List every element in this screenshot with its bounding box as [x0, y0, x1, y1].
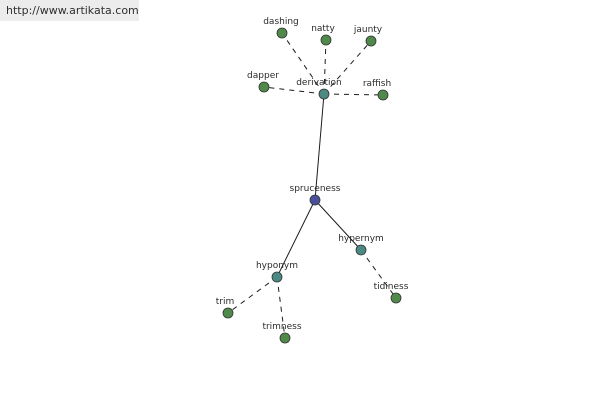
node-label-derivation[interactable]: derivation [296, 78, 342, 88]
node-label-dapper[interactable]: dapper [247, 71, 279, 81]
node-label-spruceness[interactable]: spruceness [290, 184, 341, 194]
node-label-trim[interactable]: trim [216, 297, 235, 307]
node-circle-jaunty[interactable] [365, 35, 377, 47]
edge-hyponym-trim [227, 276, 278, 314]
node-label-jaunty[interactable]: jaunty [353, 25, 383, 35]
node-tidiness[interactable]: tidiness [374, 282, 409, 304]
node-label-natty[interactable]: natty [311, 24, 335, 34]
node-circle-hyponym[interactable] [271, 271, 283, 283]
node-circle-natty[interactable] [320, 34, 332, 46]
edge-derivation-jaunty [323, 40, 372, 95]
node-trimness[interactable]: trimness [262, 322, 302, 344]
node-spruceness[interactable]: spruceness [290, 184, 341, 206]
node-label-hyponym[interactable]: hyponym [256, 261, 298, 271]
edge-hyponym-trimness [276, 276, 286, 339]
node-circle-trim[interactable] [222, 307, 234, 319]
node-circle-tidiness[interactable] [390, 292, 402, 304]
edge-spruceness-hyponym [276, 199, 316, 278]
edge-derivation-raffish [323, 93, 384, 96]
node-circle-dapper[interactable] [258, 81, 270, 93]
node-raffish[interactable]: raffish [363, 79, 391, 101]
edge-spruceness-hypernym [314, 199, 362, 251]
edge-derivation-dashing [281, 32, 325, 95]
node-dapper[interactable]: dapper [247, 71, 279, 93]
edge-derivation-dapper [263, 86, 325, 95]
node-circle-hypernym[interactable] [355, 244, 367, 256]
node-trim[interactable]: trim [216, 297, 235, 319]
node-natty[interactable]: natty [311, 24, 335, 46]
node-circle-derivation[interactable] [318, 88, 330, 100]
node-label-hypernym[interactable]: hypernym [338, 234, 384, 244]
node-circle-trimness[interactable] [279, 332, 291, 344]
edge-spruceness-derivation [314, 93, 325, 201]
source-url[interactable]: http://www.artikata.com [0, 0, 139, 21]
node-circle-spruceness[interactable] [309, 194, 321, 206]
node-hypernym[interactable]: hypernym [338, 234, 384, 256]
node-label-dashing[interactable]: dashing [263, 17, 299, 27]
node-hyponym[interactable]: hyponym [256, 261, 298, 283]
node-derivation[interactable]: derivation [296, 78, 342, 100]
node-dashing[interactable]: dashing [263, 17, 299, 39]
node-circle-dashing[interactable] [276, 27, 288, 39]
node-label-raffish[interactable]: raffish [363, 79, 391, 89]
node-layer: spruceness derivation hyponym hypernym dashi… [216, 17, 409, 344]
node-label-tidiness[interactable]: tidiness [374, 282, 409, 292]
node-jaunty[interactable]: jaunty [353, 25, 383, 47]
edge-layer [227, 32, 397, 339]
node-label-trimness[interactable]: trimness [262, 322, 301, 332]
node-circle-raffish[interactable] [377, 89, 389, 101]
